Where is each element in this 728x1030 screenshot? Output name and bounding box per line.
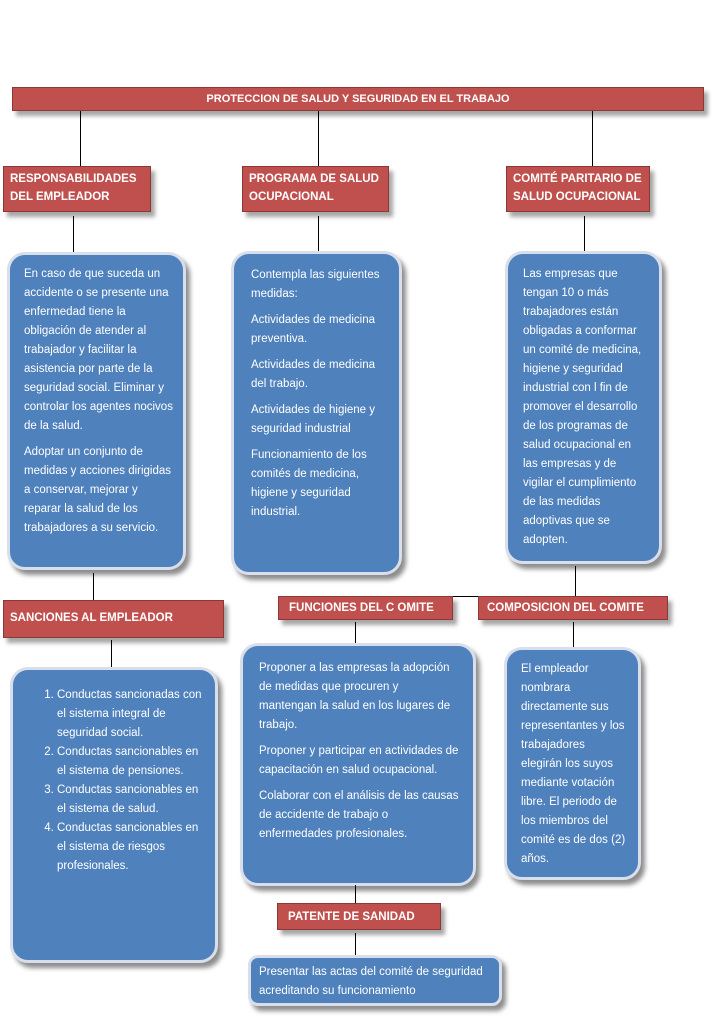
header-line: OCUPACIONAL xyxy=(249,191,334,203)
composicion-header: COMPOSICION DEL COMITE xyxy=(478,596,668,620)
main-title-box: PROTECCION DE SALUD Y SEGURIDAD EN EL TR… xyxy=(12,87,704,111)
connector-line xyxy=(355,622,356,644)
composicion-paragraph: El empleador nombrara directamente sus r… xyxy=(521,663,626,865)
responsabilidades-paragraph: Adoptar un conjunto de medidas y accione… xyxy=(24,446,172,534)
list-item: Conductas sancionables en el sistema de … xyxy=(57,743,205,781)
funciones-box: Proponer a las empresas la adopción de m… xyxy=(240,643,476,886)
funciones-paragraph: Colaborar con el análisis de las causas … xyxy=(259,790,459,840)
sanciones-header: SANCIONES AL EMPLEADOR xyxy=(3,600,224,638)
header-line: DEL EMPLEADOR xyxy=(10,191,110,203)
programa-paragraph: Actividades de medicina preventiva. xyxy=(251,314,376,345)
list-item: Conductas sancionables en el sistema de … xyxy=(57,781,205,819)
comite-paragraph: Las empresas que tengan 10 o más trabaja… xyxy=(523,268,642,546)
patente-box: Presentar las actas del comité de seguri… xyxy=(248,955,502,1006)
responsabilidades-header: RESPONSABILIDADES DEL EMPLEADOR xyxy=(3,166,151,212)
list-item: Conductas sancionadas con el sistema int… xyxy=(57,686,205,743)
connector-line xyxy=(93,573,94,600)
list-item: Conductas sancionables en el sistema de … xyxy=(57,819,205,876)
programa-paragraph: Funcionamiento de los comités de medicin… xyxy=(251,449,367,518)
funciones-title: FUNCIONES DEL C OMITE xyxy=(289,602,434,614)
connector-line xyxy=(318,111,319,166)
sanciones-list: Conductas sancionadas con el sistema int… xyxy=(23,686,205,876)
responsabilidades-paragraph: En caso de que suceda un accidente o se … xyxy=(24,268,173,432)
patente-header: PATENTE DE SANIDAD xyxy=(277,903,441,930)
sanciones-box: Conductas sancionadas con el sistema int… xyxy=(10,667,218,963)
connector-line xyxy=(80,111,81,166)
patente-title: PATENTE DE SANIDAD xyxy=(288,911,415,923)
responsabilidades-box: En caso de que suceda un accidente o se … xyxy=(7,252,186,570)
programa-paragraph: Actividades de higiene y seguridad indus… xyxy=(251,404,376,435)
header-line: COMITÉ PARITARIO DE xyxy=(513,173,642,185)
header-line: RESPONSABILIDADES xyxy=(10,173,137,185)
composicion-title: COMPOSICION DEL COMITE xyxy=(487,602,644,614)
connector-line xyxy=(573,622,574,647)
connector-line xyxy=(355,933,356,957)
connector-line xyxy=(355,885,356,904)
connector-line xyxy=(592,111,593,166)
funciones-header: FUNCIONES DEL C OMITE xyxy=(278,596,453,620)
header-line: PROGRAMA DE SALUD xyxy=(249,173,379,185)
sanciones-title: SANCIONES AL EMPLEADOR xyxy=(10,612,173,624)
comite-paritario-header: COMITÉ PARITARIO DE SALUD OCUPACIONAL xyxy=(506,166,650,212)
programa-box: Contempla las siguientes medidas: Activi… xyxy=(231,251,402,575)
connector-line xyxy=(73,216,74,252)
header-line: SALUD OCUPACIONAL xyxy=(513,191,641,203)
composicion-box: El empleador nombrara directamente sus r… xyxy=(504,647,641,880)
main-title: PROTECCION DE SALUD Y SEGURIDAD EN EL TR… xyxy=(206,93,510,105)
connector-line xyxy=(575,566,576,596)
comite-box: Las empresas que tengan 10 o más trabaja… xyxy=(505,251,662,564)
programa-paragraph: Contempla las siguientes medidas: xyxy=(251,269,380,300)
patente-paragraph: Presentar las actas del comité de seguri… xyxy=(259,966,483,997)
connector-line xyxy=(584,216,585,252)
connector-line xyxy=(318,216,319,252)
connector-line xyxy=(111,640,112,668)
funciones-paragraph: Proponer y participar en actividades de … xyxy=(259,745,459,776)
programa-paragraph: Actividades de medicina del trabajo. xyxy=(251,359,376,390)
funciones-paragraph: Proponer a las empresas la adopción de m… xyxy=(259,662,451,731)
programa-header: PROGRAMA DE SALUD OCUPACIONAL xyxy=(242,166,389,212)
